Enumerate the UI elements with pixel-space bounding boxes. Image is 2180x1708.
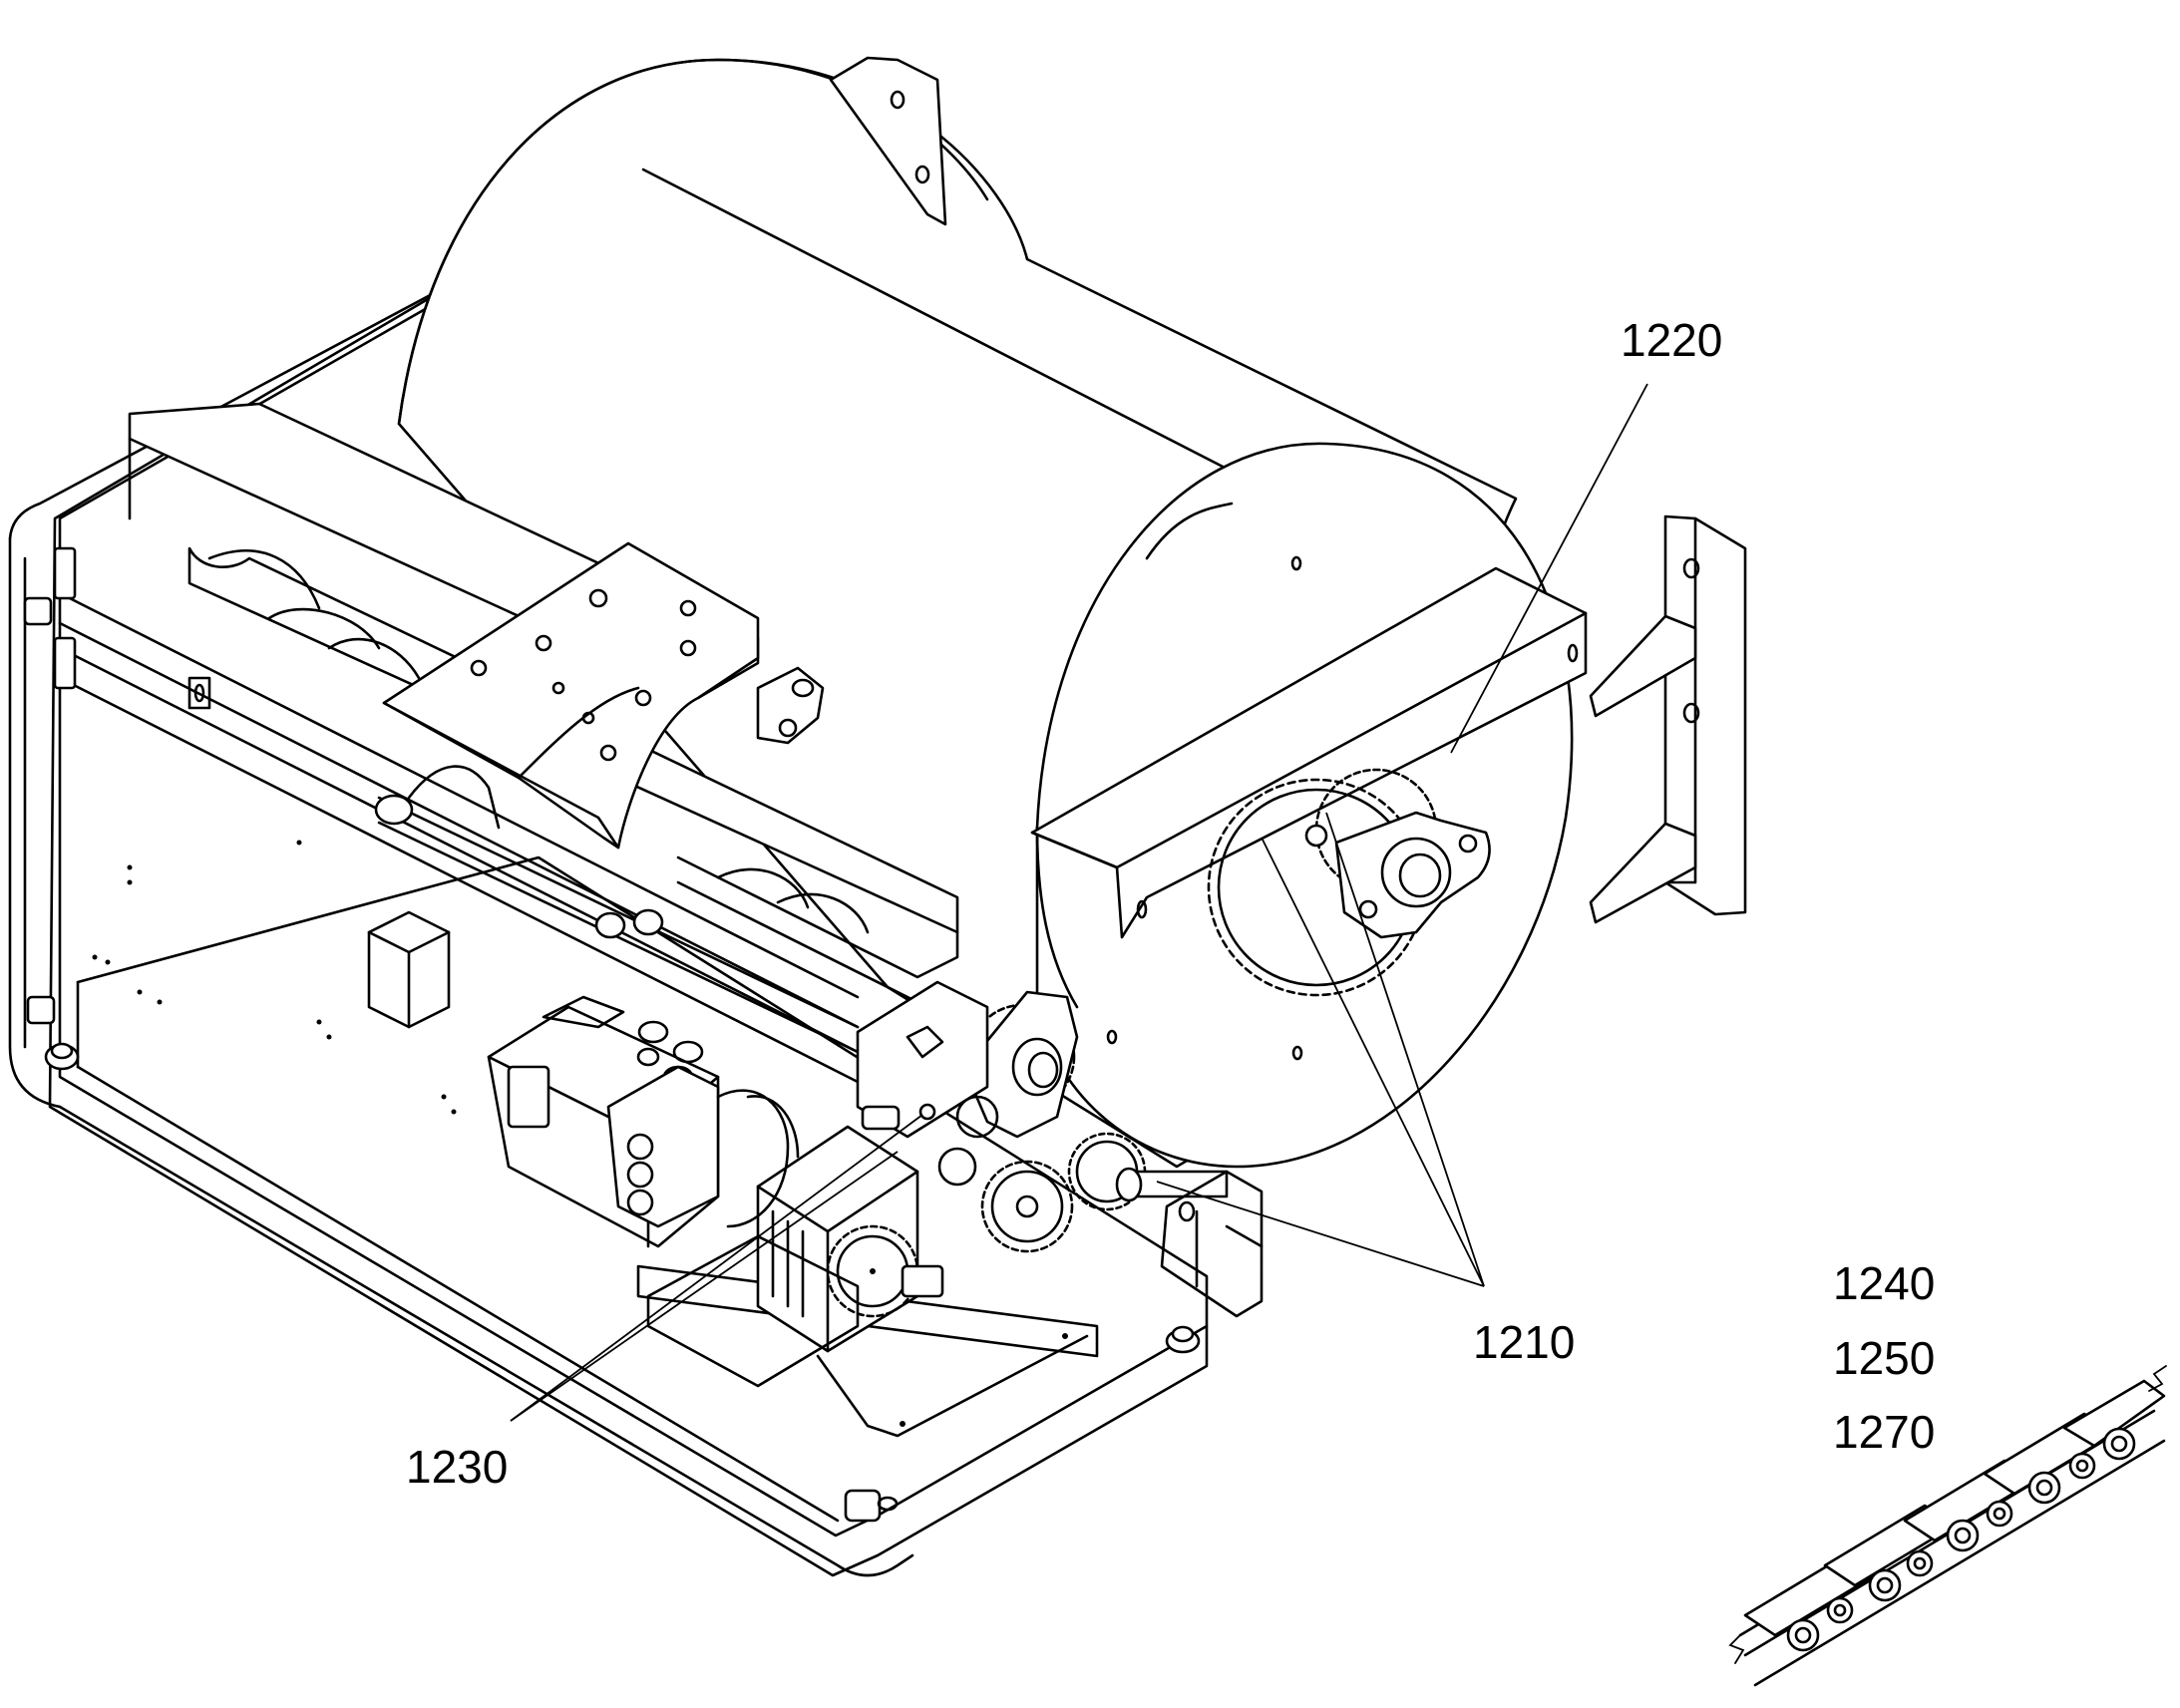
motor-control-box: [367, 910, 800, 1248]
callout-1220: 1220: [1621, 314, 1722, 366]
callout-1210: 1210: [1473, 1316, 1575, 1368]
callout-1270: 1270: [1833, 1406, 1935, 1458]
drive-sprocket-bearing: [968, 990, 1079, 1253]
callout-1230: 1230: [406, 1441, 508, 1493]
base-frame: [8, 267, 1209, 1577]
callout-labels: 1220 1210 1230 1240 1250 1270: [406, 314, 1935, 1493]
top-channel: [1030, 566, 1588, 939]
callout-1240: 1240: [1833, 1257, 1935, 1309]
carriage-plate: [382, 541, 825, 850]
idler-sprocket: [1067, 1132, 1264, 1318]
callout-1250: 1250: [1833, 1332, 1935, 1384]
front-plate: [856, 980, 989, 1139]
large-sprocket: [1207, 768, 1491, 997]
leader-lines: [510, 383, 1648, 1422]
side-bracket: [1589, 514, 1747, 924]
roller-chain-icon: [1728, 1365, 2167, 1687]
